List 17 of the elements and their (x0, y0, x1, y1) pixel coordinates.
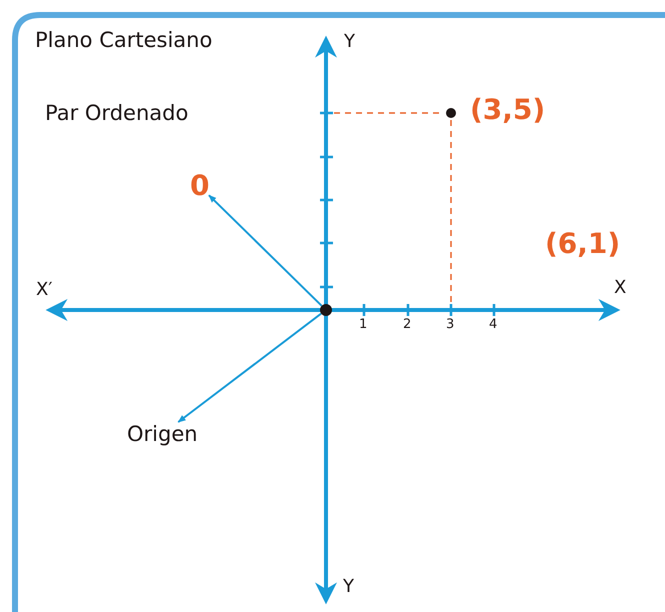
tick-label: 1 (359, 318, 368, 333)
leader-arrow (208, 194, 322, 307)
tick-label: 3 (446, 318, 454, 333)
axis-label: X′ (36, 280, 52, 301)
callout-label: 0 (190, 170, 210, 202)
axis-label: Y (344, 32, 355, 53)
axis-label: X (614, 278, 626, 299)
coordinate-label: (6,1) (545, 228, 620, 260)
tick-label: 2 (403, 318, 412, 333)
leader-arrow (178, 312, 322, 423)
axis-label: Y (343, 577, 354, 598)
callout-label: Origen (127, 422, 198, 446)
annotation-text: Par Ordenado (45, 101, 188, 126)
tick-label: 4 (489, 318, 498, 333)
diagram-title: Plano Cartesiano (35, 28, 212, 52)
origin-point (320, 304, 332, 316)
coordinate-label: (3,5) (470, 94, 546, 126)
